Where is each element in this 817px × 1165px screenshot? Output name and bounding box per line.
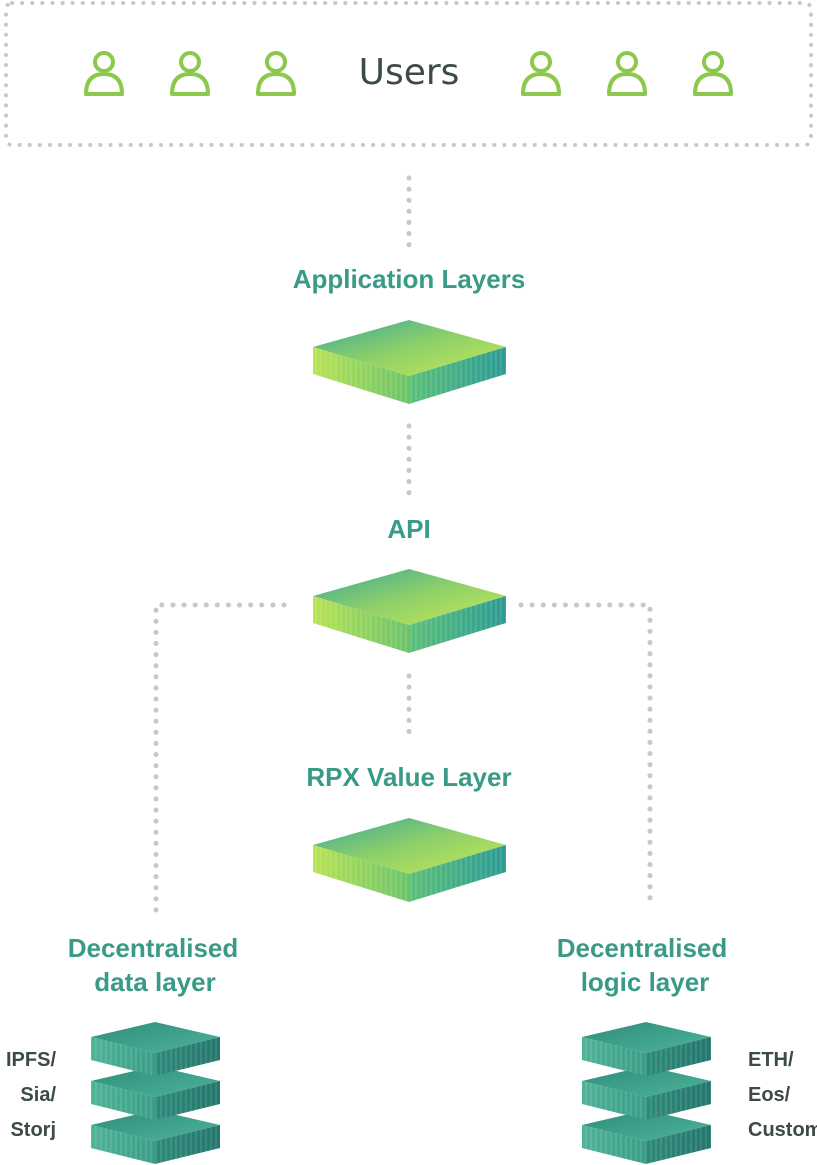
logic-layer-label-line1: Decentralised bbox=[557, 933, 728, 963]
user-icon bbox=[170, 51, 210, 96]
user-icon bbox=[521, 51, 561, 96]
logic-stack-label-eos: Eos/ bbox=[748, 1084, 791, 1106]
logic-stack-label-custom: Custom bbox=[748, 1119, 817, 1141]
connector-lines bbox=[153, 175, 653, 915]
application-layers-label: Application Layers bbox=[293, 264, 526, 294]
rpx-value-slab bbox=[313, 818, 506, 902]
rpx-value-layer-label: RPX Value Layer bbox=[306, 762, 511, 792]
logic-stack-label-eth: ETH/ bbox=[748, 1049, 794, 1071]
data-layer-stack bbox=[91, 1022, 220, 1164]
data-layer-label-line1: Decentralised bbox=[68, 933, 239, 963]
logic-layer-label-line2: logic layer bbox=[581, 967, 710, 997]
user-icon bbox=[607, 51, 647, 96]
user-icon bbox=[256, 51, 296, 96]
logic-layer-stack bbox=[582, 1022, 711, 1164]
data-layer-label-line2: data layer bbox=[94, 967, 215, 997]
data-stack-label-ipfs: IPFS/ bbox=[6, 1049, 56, 1071]
api-label: API bbox=[387, 514, 430, 544]
user-icon bbox=[693, 51, 733, 96]
application-layer-slab bbox=[313, 320, 506, 404]
user-icon bbox=[84, 51, 124, 96]
users-group-box bbox=[4, 1, 813, 147]
users-label: Users bbox=[359, 52, 460, 93]
api-slab bbox=[313, 569, 506, 653]
data-stack-label-sia: Sia/ bbox=[20, 1084, 56, 1106]
data-stack-label-storj: Storj bbox=[10, 1119, 56, 1141]
